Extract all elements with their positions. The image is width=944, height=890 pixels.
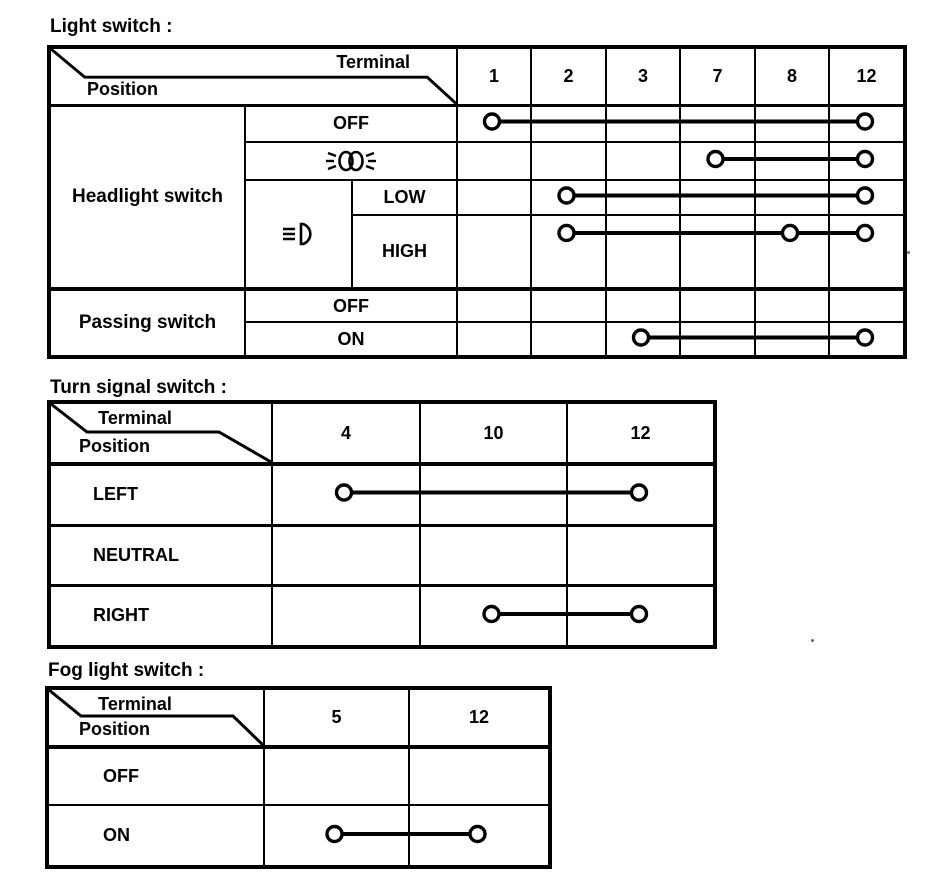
position-label-passing-on: ON <box>244 321 458 358</box>
terminal-header: 4 <box>271 401 421 466</box>
position-label-right: RIGHT <box>48 583 273 648</box>
fog-light-switch-table: Terminal Position 5 12 OFF ON <box>45 686 552 869</box>
corner-position-label: Position <box>87 78 158 99</box>
light-switch-table: Terminal Position 1 2 3 7 8 12 Headlight… <box>47 45 907 359</box>
corner-cell: Terminal Position <box>48 401 273 466</box>
terminal-cell <box>530 214 607 290</box>
position-label-left: LEFT <box>48 462 273 526</box>
light-switch-title: Light switch : <box>50 16 173 37</box>
group-label-passing-switch: Passing switch <box>48 287 246 358</box>
terminal-cell <box>456 141 532 181</box>
terminal-cell <box>679 321 756 358</box>
terminal-cell <box>419 462 568 526</box>
terminal-cell <box>605 321 681 358</box>
terminal-cell <box>828 104 906 143</box>
terminal-cell <box>828 179 906 216</box>
position-label-off: OFF <box>46 746 265 806</box>
terminal-cell <box>754 141 830 181</box>
terminal-header: 7 <box>679 46 756 107</box>
terminal-cell <box>530 287 607 323</box>
terminal-cell <box>419 583 568 648</box>
terminal-cell <box>566 523 716 586</box>
terminal-header: 10 <box>419 401 568 466</box>
corner-divider <box>51 404 270 460</box>
terminal-cell <box>530 179 607 216</box>
scan-speck <box>811 639 814 642</box>
position-label-headlight-off: OFF <box>244 104 458 143</box>
turn-signal-switch-grid: Terminal Position 4 10 12 LEFT NEUTRAL <box>47 400 717 649</box>
position-label-passing-off: OFF <box>244 287 458 323</box>
turn-signal-switch-table: Terminal Position 4 10 12 LEFT NEUTRAL <box>47 400 717 649</box>
terminal-cell <box>754 321 830 358</box>
corner-cell: Terminal Position <box>48 46 458 107</box>
terminal-cell <box>605 214 681 290</box>
terminal-cell <box>419 523 568 586</box>
terminal-cell <box>679 214 756 290</box>
scan-speck <box>907 251 910 254</box>
terminal-cell <box>754 104 830 143</box>
terminal-cell <box>828 287 906 323</box>
terminal-cell <box>271 523 421 586</box>
corner-terminal-label: Terminal <box>98 408 172 428</box>
terminal-cell <box>263 804 410 868</box>
corner-terminal-label: Terminal <box>98 694 172 714</box>
terminal-header: 2 <box>530 46 607 107</box>
terminal-cell <box>530 141 607 181</box>
terminal-cell <box>456 321 532 358</box>
terminal-header: 5 <box>263 687 410 749</box>
position-lamp-icon <box>326 150 376 172</box>
corner-position-label: Position <box>79 436 150 456</box>
terminal-header: 12 <box>566 401 716 466</box>
terminal-cell <box>605 287 681 323</box>
terminal-cell <box>456 214 532 290</box>
terminal-cell <box>605 104 681 143</box>
terminal-cell <box>456 179 532 216</box>
terminal-cell <box>566 583 716 648</box>
terminal-cell <box>605 141 681 181</box>
terminal-cell <box>754 287 830 323</box>
corner-divider <box>49 690 262 743</box>
terminal-header: 12 <box>408 687 551 749</box>
position-label-high: HIGH <box>351 214 458 290</box>
terminal-cell <box>679 141 756 181</box>
terminal-header: 1 <box>456 46 532 107</box>
terminal-cell <box>456 287 532 323</box>
terminal-cell <box>754 179 830 216</box>
terminal-cell <box>408 804 551 868</box>
position-label-low: LOW <box>351 179 458 216</box>
corner-terminal-label: Terminal <box>336 52 410 72</box>
terminal-cell <box>271 462 421 526</box>
terminal-header: 3 <box>605 46 681 107</box>
position-label-on: ON <box>46 804 265 868</box>
corner-divider <box>51 49 455 102</box>
terminal-cell <box>456 104 532 143</box>
terminal-cell <box>828 214 906 290</box>
terminal-header: 8 <box>754 46 830 107</box>
fog-light-switch-title: Fog light switch : <box>48 660 205 681</box>
terminal-cell <box>530 104 607 143</box>
terminal-cell <box>679 104 756 143</box>
terminal-cell <box>679 179 756 216</box>
light-switch-grid: Terminal Position 1 2 3 7 8 12 Headlight… <box>47 45 907 359</box>
corner-position-label: Position <box>79 719 150 739</box>
terminal-cell <box>408 746 551 806</box>
headlight-icon-cell <box>244 179 353 290</box>
terminal-cell <box>679 287 756 323</box>
headlight-icon <box>282 222 312 246</box>
corner-cell: Terminal Position <box>46 687 265 749</box>
terminal-cell <box>605 179 681 216</box>
terminal-cell <box>828 141 906 181</box>
terminal-cell <box>263 746 410 806</box>
terminal-cell <box>566 462 716 526</box>
terminal-header: 12 <box>828 46 906 107</box>
terminal-cell <box>271 583 421 648</box>
terminal-cell <box>828 321 906 358</box>
terminal-cell <box>754 214 830 290</box>
terminal-cell <box>530 321 607 358</box>
position-label-neutral: NEUTRAL <box>48 523 273 586</box>
position-lamp-cell <box>244 141 458 181</box>
group-label-headlight-switch: Headlight switch <box>48 104 246 290</box>
turn-signal-switch-title: Turn signal switch : <box>50 377 227 398</box>
fog-light-switch-grid: Terminal Position 5 12 OFF ON <box>45 686 552 869</box>
